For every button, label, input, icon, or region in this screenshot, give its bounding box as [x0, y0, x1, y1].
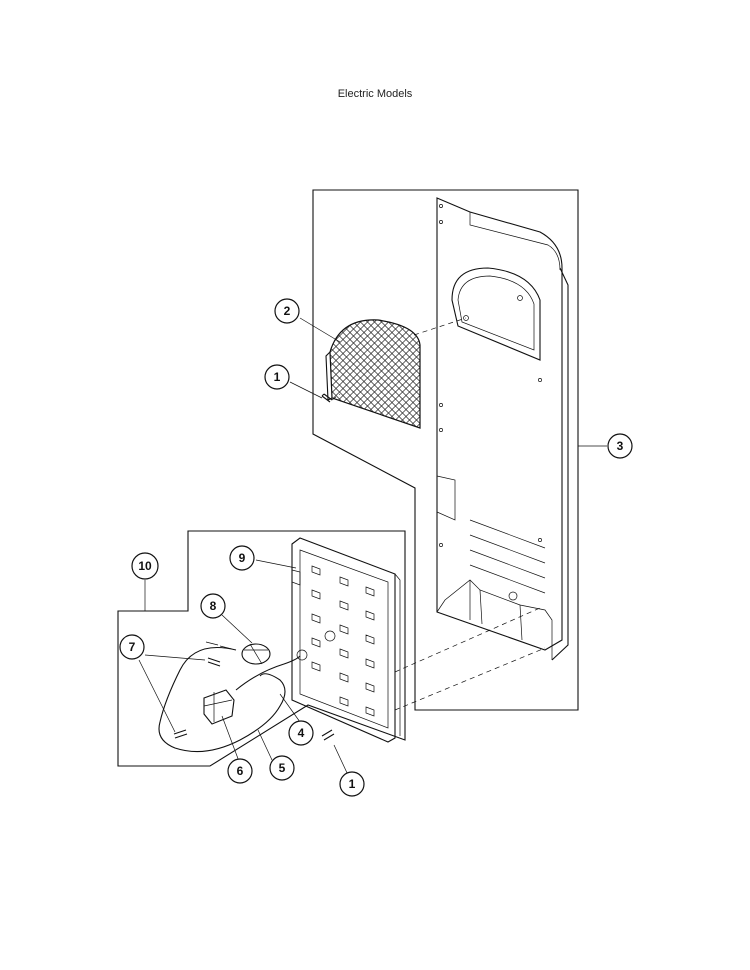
screw-7-a [207, 657, 221, 667]
rear-panel [436, 197, 569, 661]
high-limit-thermostat [203, 689, 235, 725]
callout-5[interactable]: 5 [269, 755, 295, 781]
svg-text:1: 1 [349, 777, 356, 791]
svg-text:4: 4 [298, 726, 305, 740]
rear-panel-group-outline [312, 189, 579, 711]
callout-1-upper[interactable]: 1 [264, 364, 290, 390]
wire-harness [158, 646, 286, 753]
svg-text:7: 7 [129, 640, 136, 654]
svg-text:9: 9 [239, 551, 246, 565]
callout-9[interactable]: 9 [229, 545, 255, 571]
plate-alignment-line-b [394, 647, 546, 711]
svg-text:5: 5 [279, 761, 286, 775]
callout-8[interactable]: 8 [200, 593, 226, 619]
callout-7[interactable]: 7 [119, 634, 145, 660]
heater-assembly-outline [117, 530, 406, 767]
callout-2[interactable]: 2 [274, 298, 300, 324]
callout-4[interactable]: 4 [288, 720, 314, 746]
callout-10[interactable]: 10 [131, 552, 159, 580]
screw-upper [321, 393, 333, 403]
leader-lines [138, 317, 607, 776]
plate-alignment-line-a [394, 607, 541, 673]
heater-coil-tabs [311, 565, 375, 717]
heater-plate [291, 537, 401, 743]
page-title: Electric Models [337, 88, 413, 100]
screw-lower [321, 729, 335, 741]
svg-text:6: 6 [237, 764, 244, 778]
svg-text:8: 8 [210, 599, 217, 613]
thermostat [205, 641, 271, 665]
screen-alignment-line [413, 317, 467, 336]
svg-text:1: 1 [274, 370, 281, 384]
screw-alignment-line [331, 393, 341, 401]
svg-text:3: 3 [617, 439, 624, 453]
screw-7-b [173, 729, 188, 739]
callout-3[interactable]: 3 [607, 433, 633, 459]
callout-1-lower[interactable]: 1 [339, 771, 365, 797]
svg-text:2: 2 [284, 304, 291, 318]
svg-text:10: 10 [138, 559, 152, 573]
callout-6[interactable]: 6 [227, 758, 253, 784]
vent-screen [325, 319, 421, 429]
